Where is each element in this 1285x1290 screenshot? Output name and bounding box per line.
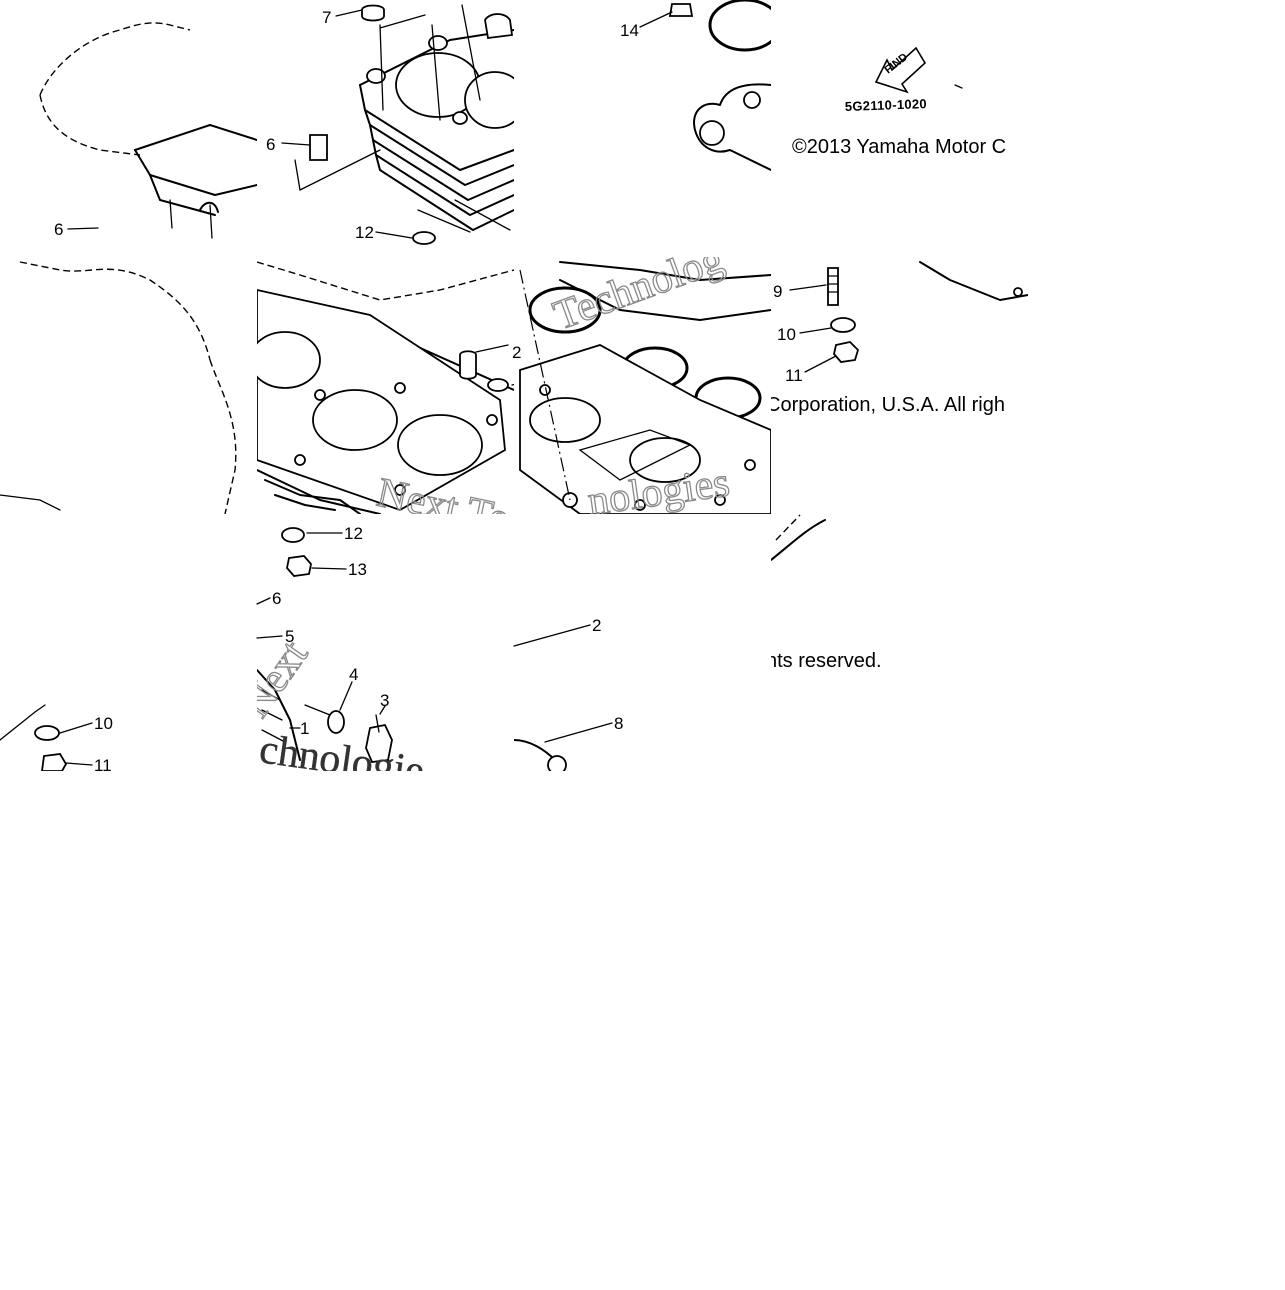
tile-crankcase-upper-left (39, 22, 257, 239)
tile-oring-top (668, 0, 771, 171)
callout-7: 7 (322, 8, 331, 27)
tile-lower-left (0, 704, 68, 771)
callout-10: 10 (777, 325, 796, 344)
callout-13: 13 (348, 560, 367, 579)
callout-10: 10 (94, 714, 113, 733)
callout-11: 11 (785, 366, 803, 385)
tile-head-gasket (519, 261, 771, 514)
part-code: 5G2110-1020 (845, 96, 928, 114)
watermark-fragment: chnologie (257, 726, 427, 795)
callout-12: 12 (344, 524, 363, 543)
callout-8: 8 (614, 714, 623, 733)
callout-6: 6 (266, 135, 275, 154)
callout-2: 2 (592, 616, 601, 635)
tile-crankcase-edge (771, 514, 826, 561)
callout-2: 2 (512, 343, 521, 362)
copyright-fragment-2: Corporation, U.S.A. All righ (766, 394, 1005, 416)
callout-labels: 7 14 6 6 12 9 10 11 2 12 13 6 5 2 4 3 1 … (54, 8, 803, 775)
callout-3: 3 (380, 691, 389, 710)
watermark-fragment: Next Tech (373, 470, 551, 551)
callout-9: 9 (773, 282, 782, 301)
callout-4: 4 (349, 665, 358, 684)
callout-6: 6 (272, 589, 281, 608)
tile-find-and-code (874, 46, 963, 94)
tile-crankcase-left (0, 261, 237, 514)
tile-bracket (514, 739, 567, 771)
callout-11: 11 (94, 756, 112, 775)
watermark-fragment: Next (233, 632, 318, 726)
tile-bottom-bolts (257, 527, 393, 763)
copyright-fragment-3: nts reserved. (766, 650, 882, 672)
leader-lines (59, 9, 837, 766)
callout-1: 1 (300, 719, 309, 738)
tile-cylinder-top (294, 4, 514, 245)
callout-12: 12 (355, 223, 374, 242)
copyright-fragment-1: ©2013 Yamaha Motor C (792, 136, 1006, 158)
tile-gasket-crankcase (257, 261, 514, 514)
callout-6: 6 (54, 220, 63, 239)
tile-studs-nuts (827, 261, 1028, 363)
callout-14: 14 (620, 21, 639, 40)
watermark-fragment: Technolog (548, 236, 730, 340)
find-arrow-icon (874, 46, 927, 94)
callout-5: 5 (285, 627, 294, 646)
